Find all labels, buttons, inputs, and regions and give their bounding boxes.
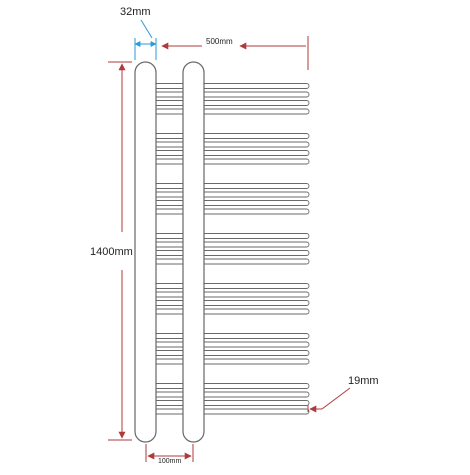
horizontal-bar-27 <box>151 400 310 406</box>
pipe-spacing-dimension: 100mm <box>145 444 194 465</box>
horizontal-bar-10 <box>151 191 310 198</box>
overall-width-dimension: 500mm <box>161 36 309 70</box>
horizontal-bar-28 <box>151 408 310 415</box>
right-vertical-pipe <box>182 61 205 443</box>
horizontal-bar-15 <box>151 250 310 256</box>
horizontal-bar-3 <box>151 100 310 106</box>
horizontal-bar-19 <box>151 300 310 306</box>
overall-width-label: 500mm <box>206 37 233 46</box>
horizontal-bar-25 <box>151 383 310 389</box>
horizontal-bar-20 <box>151 308 310 315</box>
horizontal-bar-6 <box>151 141 310 148</box>
horizontal-bar-13 <box>151 233 310 239</box>
horizontal-bar-8 <box>151 158 310 165</box>
horizontal-bar-5 <box>151 133 310 139</box>
horizontal-bar-21 <box>151 333 310 339</box>
horizontal-bar-26 <box>151 391 310 398</box>
horizontal-bar-23 <box>151 350 310 356</box>
pipe-diameter-leader <box>140 19 153 39</box>
horizontal-bar-11 <box>151 200 310 206</box>
height-dimension: 1400mm <box>90 61 133 441</box>
horizontal-bar-17 <box>151 283 310 289</box>
bar-diameter-label: 19mm <box>348 375 379 387</box>
horizontal-bar-9 <box>151 183 310 189</box>
horizontal-bar-22 <box>151 341 310 348</box>
horizontal-bar-7 <box>151 150 310 156</box>
horizontal-bar-14 <box>151 241 310 248</box>
horizontal-bar-2 <box>151 91 310 98</box>
pipe-diameter-dimension: 32mm <box>120 6 157 60</box>
height-label: 1400mm <box>90 246 133 258</box>
left-vertical-pipe <box>134 61 157 443</box>
horizontal-bar-4 <box>151 108 310 115</box>
pipe-spacing-label: 100mm <box>158 458 182 465</box>
horizontal-bar-12 <box>151 208 310 215</box>
horizontal-bar-18 <box>151 291 310 298</box>
horizontal-bar-1 <box>151 83 310 89</box>
horizontal-bar-24 <box>151 358 310 365</box>
bar-diameter-dimension: 19mm <box>307 375 379 413</box>
bar-diameter-leader <box>321 387 351 410</box>
pipe-diameter-label: 32mm <box>120 6 151 18</box>
horizontal-bar-16 <box>151 258 310 265</box>
horizontal-bars <box>151 83 310 415</box>
